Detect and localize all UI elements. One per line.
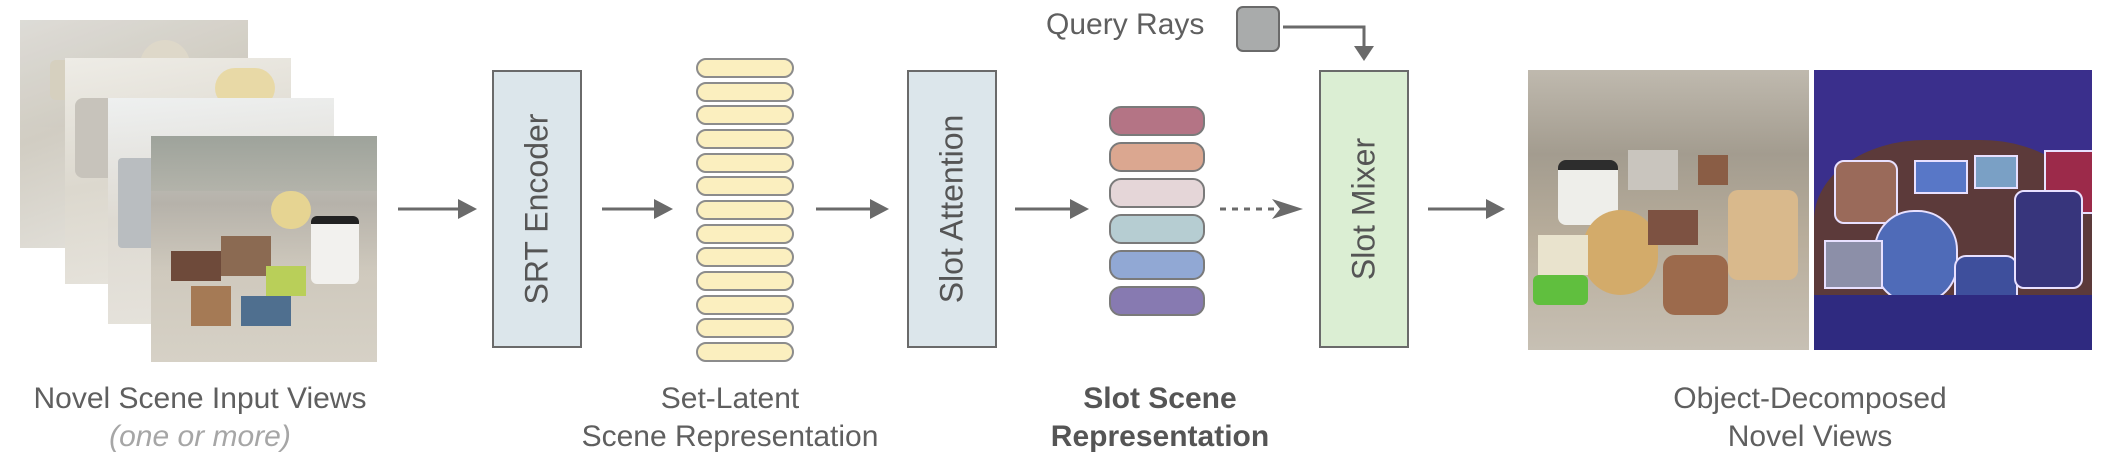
set-latent-caption-line1: Set-Latent [660,382,800,415]
set-latent-token [696,152,794,173]
outputs-caption-line1: Object-Decomposed [1673,382,1947,415]
set-latent-token [696,105,794,126]
slot-mixer-box: Slot Mixer [1319,70,1409,348]
slot-token [1109,214,1205,244]
slot-scene-caption-line2: Representation [1050,420,1270,453]
slot-token [1109,106,1205,136]
slot-token [1109,250,1205,280]
input-views-caption: Novel Scene Input Views (one or more) [0,380,400,456]
outputs-caption: Object-Decomposed Novel Views [1600,380,2020,456]
arrow-queryrays-to-mixer [1283,25,1374,61]
set-latent-token [696,223,794,244]
set-latent-tokens [696,58,794,362]
set-latent-token [696,58,794,79]
srt-encoder-box: SRT Encoder [492,70,582,348]
query-rays-label: Query Rays [1046,8,1205,41]
srt-encoder-label: SRT Encoder [518,113,555,305]
set-latent-caption-line2: Scene Representation [581,420,879,453]
slot-mixer-label: Slot Mixer [1345,137,1382,281]
query-rays-square [1236,6,1280,52]
set-latent-token [696,247,794,268]
slot-attention-label: Slot Attention [933,114,970,304]
slot-token [1109,142,1205,172]
set-latent-caption: Set-Latent Scene Representation [560,380,900,456]
dashed-arrow-slots-to-mixer [1220,199,1303,219]
set-latent-token [696,128,794,150]
arrow-mixer-to-outputs [1428,199,1505,219]
arrow-inputs-to-encoder [398,199,477,219]
slot-tokens [1109,106,1205,316]
set-latent-token [696,318,794,339]
slot-token [1109,178,1205,208]
set-latent-token [696,176,794,197]
arrow-encoder-to-setlatent [602,199,673,219]
set-latent-token [696,199,794,221]
outputs-caption-line2: Novel Views [1727,420,1893,453]
output-view-render [1528,70,1809,350]
slot-scene-caption-line1: Slot Scene [1083,382,1237,415]
arrow-slotattention-to-slots [1015,199,1089,219]
arrow-setlatent-to-slotattention [816,199,889,219]
input-view-4 [151,136,377,362]
slot-scene-caption: Slot Scene Representation [1010,380,1310,456]
slot-token [1109,286,1205,316]
output-view-segmentation [1814,70,2092,350]
input-views-caption-line1: Novel Scene Input Views [33,382,367,415]
input-views-caption-line2: (one or more) [109,420,291,453]
set-latent-token [696,81,794,102]
set-latent-token [696,294,794,315]
set-latent-token [696,341,794,362]
set-latent-token [696,270,794,292]
slot-attention-box: Slot Attention [907,70,997,348]
